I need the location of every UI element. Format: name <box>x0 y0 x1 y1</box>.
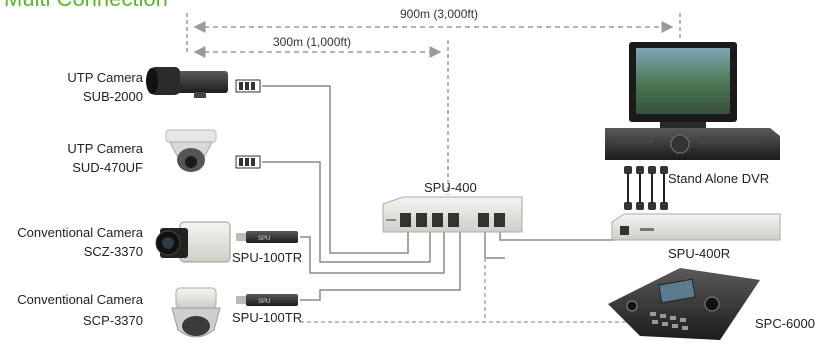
receiver-label: SPU-400R <box>668 246 730 261</box>
distance-markers: 900m (3,000ft) 300m (1,000ft) <box>186 6 681 195</box>
dvr-icon <box>605 128 780 160</box>
camera-3-type: Conventional Camera <box>17 225 144 240</box>
zoom-camera-icon <box>155 221 231 263</box>
ptz-camera-icon <box>171 287 221 338</box>
receiver-device-icon <box>611 213 781 241</box>
monitor-icon <box>629 42 737 128</box>
short-distance-label: 300m (1,000ft) <box>273 35 351 49</box>
camera-4-type: Conventional Camera <box>17 292 144 307</box>
svg-text:SPU: SPU <box>258 299 270 305</box>
camera-2-type: UTP Camera <box>67 141 143 156</box>
bnc-cables-icon <box>624 166 668 210</box>
camera-1-type: UTP Camera <box>67 70 143 85</box>
dashed-link <box>300 258 640 323</box>
hub-label: SPU-400 <box>424 180 477 195</box>
connector-icon <box>235 79 261 93</box>
camera-labels: UTP Camera SUB-2000 UTP Camera SUD-470UF… <box>17 70 144 328</box>
page-title: Multi Connection <box>4 0 168 11</box>
dvr-label: Stand Alone DVR <box>668 171 769 186</box>
cables <box>262 85 615 301</box>
svg-text:SPU: SPU <box>258 236 270 242</box>
controller-label: SPC-6000 <box>755 316 815 331</box>
dome-camera-icon <box>165 129 217 172</box>
transceiver-icon: SPU <box>236 294 298 306</box>
camera-1-model: SUB-2000 <box>83 89 143 104</box>
camera-3-model: SCZ-3370 <box>84 244 143 259</box>
transceiver-2-label: SPU-100TR <box>232 310 302 325</box>
hub-device-icon <box>382 196 523 233</box>
connector-icon <box>235 155 261 169</box>
keyboard-controller-icon <box>608 268 760 340</box>
transceiver-1-label: SPU-100TR <box>232 250 302 265</box>
box-camera-icon <box>146 67 228 98</box>
transceiver-icon: SPU <box>236 231 298 243</box>
camera-2-model: SUD-470UF <box>72 160 143 175</box>
long-distance-label: 900m (3,000ft) <box>400 7 478 21</box>
camera-4-model: SCP-3370 <box>83 313 143 328</box>
